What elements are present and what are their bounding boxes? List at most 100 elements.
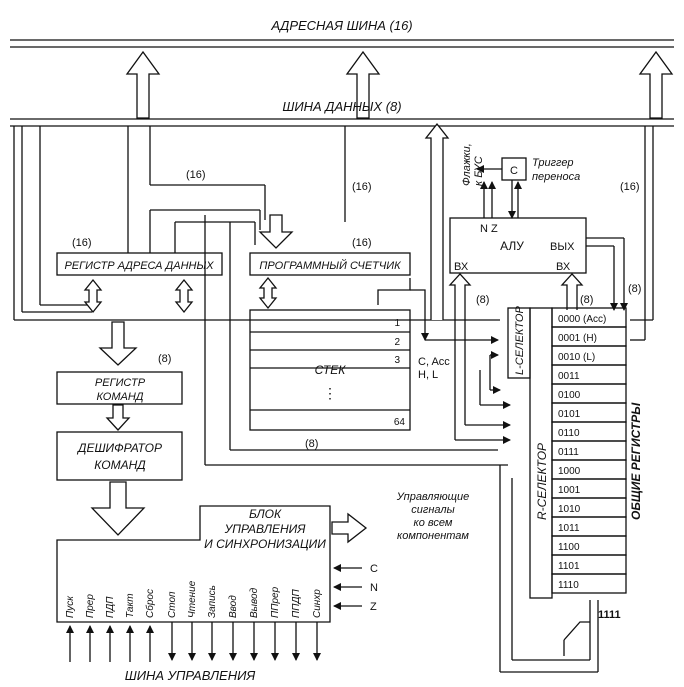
flags-label-2: к БУС xyxy=(473,156,485,186)
general-registers: 0000 (Acc)0001 (H)0010 (L)00110100010101… xyxy=(551,307,627,594)
register-label: 0001 (H) xyxy=(558,333,597,344)
alu-out-label: ВЫХ xyxy=(550,241,575,253)
data-bus xyxy=(10,118,674,127)
register-label: 0011 xyxy=(558,371,580,382)
carry-box-label: C xyxy=(510,165,518,177)
signal-sync: Синхр xyxy=(312,589,323,618)
register-cell xyxy=(551,573,627,594)
cu-label-1: БЛОК xyxy=(249,507,282,521)
status-input-n: N xyxy=(370,582,378,594)
width-label-8-c: (8) xyxy=(628,283,641,295)
addr-bus-arrow-3 xyxy=(638,50,674,119)
stack-dots: ⋮ xyxy=(323,385,337,401)
decoder-label-2: КОМАНД xyxy=(94,458,146,472)
decoder-to-rselector-lines xyxy=(204,215,508,466)
program-counter xyxy=(249,252,411,276)
ir-to-decoder-arrow xyxy=(105,404,131,431)
pc-stack-arrow xyxy=(258,276,278,310)
register-last: 1111 xyxy=(598,609,621,621)
stack-row-2: 2 xyxy=(394,337,400,348)
alu-input-right-arrow xyxy=(560,273,584,310)
register-label: 0111 xyxy=(558,447,579,458)
width-label-16-c: (16) xyxy=(620,181,640,193)
addr-reg-arrow-right xyxy=(174,278,194,314)
program-counter-label: ПРОГРАММНЫЙ СЧЕТЧИК xyxy=(259,259,401,272)
ir-label-1: РЕГИСТР xyxy=(95,377,146,389)
signal-reset: Сброс xyxy=(144,589,156,618)
register-label: 1010 xyxy=(558,504,581,515)
register-label: 1101 xyxy=(558,561,580,572)
width-label-8-e: (8) xyxy=(580,294,593,306)
address-bus-label: АДРЕСНАЯ ШИНА (16) xyxy=(270,18,412,33)
stack xyxy=(249,309,411,431)
control-note-1: Управляющие xyxy=(396,491,470,503)
width-label-8-d: (8) xyxy=(476,294,489,306)
control-unit xyxy=(56,505,331,623)
address-register-label: РЕГИСТР АДРЕСА ДАННЫХ xyxy=(64,260,214,272)
l-selector-lines xyxy=(425,310,511,444)
cu-output-arrow xyxy=(331,512,368,544)
register-label: 1011 xyxy=(558,523,580,534)
register-label: 1001 xyxy=(558,485,581,496)
control-bus-lines xyxy=(66,622,321,662)
width-label-16-d: (16) xyxy=(72,237,92,249)
register-label: 0101 xyxy=(558,409,581,420)
addr-to-pc-lines xyxy=(149,209,261,253)
control-bus-label: ШИНА УПРАВЛЕНИЯ xyxy=(125,668,256,683)
stack-side-label-2: H, L xyxy=(418,369,438,381)
alu-in-right-label: ВХ xyxy=(556,261,571,273)
signal-clock: Такт xyxy=(125,593,136,618)
l-selector-label: L-СЕЛЕКТОР xyxy=(514,306,526,375)
status-input-z: Z xyxy=(370,601,377,613)
signal-ack-interrupt: ППрер xyxy=(270,586,281,618)
signal-read: Чтение xyxy=(187,580,198,618)
stack-row-3: 3 xyxy=(394,355,400,366)
carry-label-2: переноса xyxy=(532,171,580,183)
decoder-label-1: ДЕШИФРАТОР xyxy=(76,441,162,455)
addr-reg-feed-lines xyxy=(13,126,500,321)
signal-start: Пуск xyxy=(65,595,76,618)
alu-output-lines xyxy=(586,237,628,311)
general-registers-label: ОБЩИЕ РЕГИСТРЫ xyxy=(629,402,643,520)
addr-to-ir-arrow xyxy=(98,321,138,366)
register-label: 1100 xyxy=(558,542,580,553)
ir-label-2: КОМАНД xyxy=(96,391,143,403)
stack-loop-line xyxy=(377,278,411,305)
register-label: 1000 xyxy=(558,466,581,477)
signal-dma: ПДП xyxy=(105,596,116,618)
addr-bus-arrow-1 xyxy=(125,50,161,119)
width-label-16-e: (16) xyxy=(352,237,372,249)
data-bus-label: ШИНА ДАННЫХ (8) xyxy=(282,99,401,114)
carry-label-1: Триггер xyxy=(532,157,574,169)
control-note-2: сигналы xyxy=(411,504,454,516)
instruction-register xyxy=(56,371,183,405)
pc-input-arrow xyxy=(258,214,294,249)
stack-loop-arrow xyxy=(410,289,429,341)
signal-output: Вывод xyxy=(249,587,260,618)
stack-row-64: 64 xyxy=(394,417,406,428)
register-label: 0100 xyxy=(558,390,581,401)
alu-label: АЛУ xyxy=(500,239,524,253)
addr-bus-arrow-2 xyxy=(345,50,381,119)
alu-to-databus-arrow xyxy=(424,122,450,320)
stack-side-label-1: C, Acc xyxy=(418,356,450,368)
databus-to-registers-lines xyxy=(630,126,654,341)
signal-ack-dma: ППДП xyxy=(291,588,302,618)
width-label-16-a: (16) xyxy=(186,169,206,181)
width-label-16-b: (16) xyxy=(352,181,372,193)
stack-row-1: 1 xyxy=(394,318,400,329)
stack-title: СТЕК xyxy=(315,363,347,377)
instruction-decoder xyxy=(56,431,183,481)
width-label-8-b: (8) xyxy=(305,438,318,450)
addr-reg-arrow-left xyxy=(83,278,103,314)
r-selector-label: R-СЕЛЕКТОР xyxy=(535,443,549,520)
alu-input-left-arrow xyxy=(448,273,472,310)
status-input-c: C xyxy=(370,563,378,575)
decoder-to-cu-arrow xyxy=(90,481,146,536)
register-label: 1110 xyxy=(558,580,579,591)
signal-stop: Стоп xyxy=(167,591,178,618)
control-signal-labels: Пуск Прер ПДП Такт Сброс Стоп Чтение Зап… xyxy=(65,580,323,618)
width-label-8-a: (8) xyxy=(158,353,171,365)
signal-interrupt: Прер xyxy=(85,594,96,618)
